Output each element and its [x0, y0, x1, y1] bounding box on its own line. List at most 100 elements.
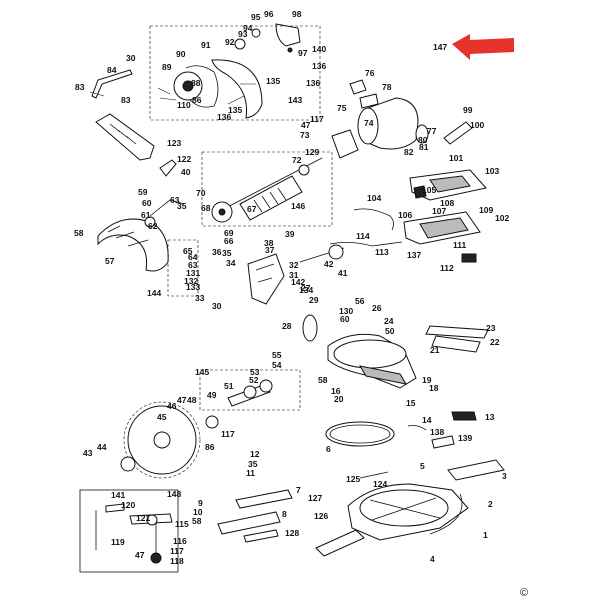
callout-63: 63 [170, 195, 180, 205]
callout-51: 51 [224, 381, 234, 391]
callout-109: 109 [479, 205, 493, 215]
callout-69: 69 [224, 228, 234, 238]
fence-8 [217, 511, 281, 535]
callout-47: 47 [301, 120, 311, 130]
callout-5: 5 [420, 461, 425, 471]
base-extension-3 [447, 459, 505, 481]
callout-35: 35 [248, 459, 258, 469]
clamp-knob-117 [150, 552, 162, 564]
callout-70: 70 [196, 188, 206, 198]
callout-117: 117 [170, 546, 184, 556]
plate-139 [431, 435, 455, 449]
clamp-13 [451, 411, 477, 421]
callout-38: 38 [264, 238, 274, 248]
callout-94: 94 [243, 23, 253, 33]
frame-144 [167, 239, 199, 297]
callout-63: 63 [188, 260, 198, 270]
callout-8: 8 [282, 509, 287, 519]
callout-14: 14 [422, 415, 432, 425]
callout-80: 80 [418, 135, 428, 145]
turntable-face [333, 339, 407, 369]
callout-139: 139 [458, 433, 472, 443]
screw-group-upper [89, 83, 256, 105]
callout-2: 2 [488, 499, 493, 509]
callout-93: 93 [238, 29, 248, 39]
callout-140: 140 [312, 44, 326, 54]
callout-89: 89 [162, 62, 172, 72]
callout-37: 37 [265, 245, 275, 255]
base-group [315, 459, 505, 557]
bearing-52 [259, 379, 273, 393]
callout-143: 143 [288, 95, 302, 105]
callout-77: 77 [427, 126, 437, 136]
motor-group [201, 79, 473, 227]
washer-94 [251, 28, 261, 38]
callout-98: 98 [292, 9, 302, 19]
callout-130: 130 [339, 306, 353, 316]
rail-125 [359, 471, 389, 479]
callout-58: 58 [318, 375, 328, 385]
switch-lever-100 [443, 121, 473, 145]
base-table-ring [359, 489, 449, 527]
callout-84: 84 [107, 65, 117, 75]
handle-14 [407, 425, 427, 431]
callout-133: 133 [186, 282, 200, 292]
callout-39: 39 [285, 229, 295, 239]
armature-windings [253, 187, 287, 213]
callout-104: 104 [367, 193, 381, 203]
callout-47: 47 [135, 550, 145, 560]
callout-30: 30 [212, 301, 222, 311]
callout-35: 35 [222, 248, 232, 258]
bearing-51 [243, 385, 257, 399]
callout-101: 101 [449, 153, 463, 163]
frame-145 [199, 369, 301, 411]
callout-76: 76 [365, 68, 375, 78]
callout-29: 29 [309, 295, 319, 305]
callout-102: 102 [495, 213, 509, 223]
callout-4: 4 [430, 554, 435, 564]
callout-26: 26 [372, 303, 382, 313]
callout-131: 131 [186, 268, 200, 278]
callout-74: 74 [364, 118, 374, 128]
fence-group [425, 325, 489, 353]
callout-30: 30 [126, 53, 136, 63]
upper-blade-guard [211, 59, 263, 119]
callout-107: 107 [432, 206, 446, 216]
motor-cap-76 [349, 79, 367, 95]
base-cross-arm [369, 497, 441, 521]
fence-7 [235, 489, 293, 509]
frame-148 [79, 489, 179, 573]
callout-66: 66 [224, 236, 234, 246]
callout-121: 121 [136, 513, 150, 523]
stator-73 [331, 129, 359, 159]
flange-117 [205, 415, 219, 429]
clamp-assembly-group [79, 489, 179, 573]
callout-141: 141 [111, 490, 125, 500]
callout-83: 83 [75, 82, 85, 92]
callout-60: 60 [340, 314, 350, 324]
callout-125: 125 [346, 474, 360, 484]
callout-120: 120 [121, 500, 135, 510]
callout-106: 106 [398, 210, 412, 220]
ring-6-inner [329, 424, 391, 444]
cord-104 [353, 208, 394, 231]
callout-145: 145 [195, 367, 209, 377]
callout-134: 134 [299, 285, 313, 295]
callout-56: 56 [355, 296, 365, 306]
brush-holder-78 [359, 93, 379, 109]
callout-18: 18 [429, 383, 439, 393]
callout-47: 47 [177, 395, 187, 405]
callout-88: 88 [191, 78, 201, 88]
callout-81: 81 [419, 142, 429, 152]
callout-60: 60 [142, 198, 152, 208]
callout-12: 12 [250, 449, 260, 459]
upper-blade-guard-group [89, 23, 321, 121]
guard-cover-plate [185, 65, 219, 108]
callout-82: 82 [404, 147, 414, 157]
callout-97: 97 [298, 48, 308, 58]
callout-46: 46 [167, 401, 177, 411]
callout-110: 110 [177, 100, 191, 110]
callout-129: 129 [305, 147, 319, 157]
callout-28: 28 [282, 321, 292, 331]
